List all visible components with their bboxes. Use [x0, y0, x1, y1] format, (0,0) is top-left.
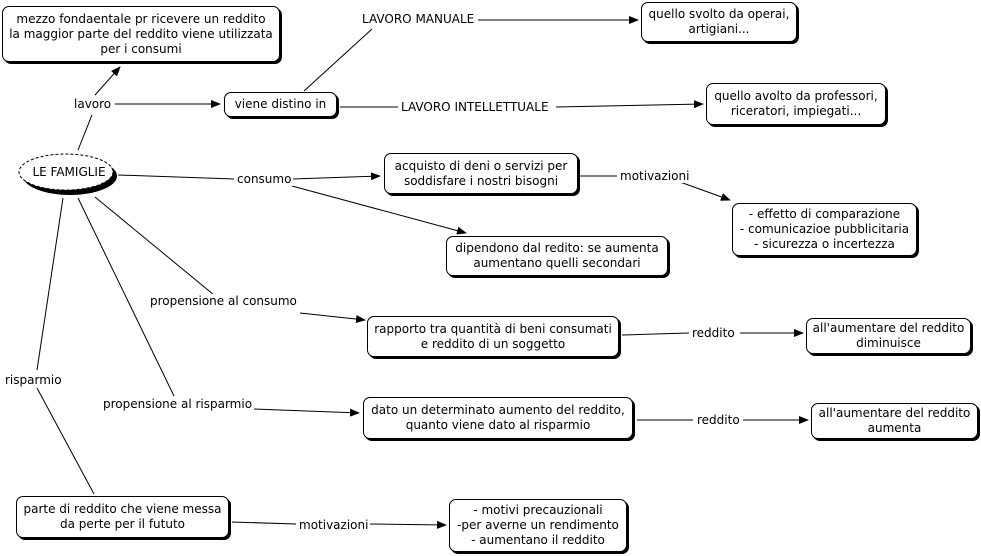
node-rapporto[interactable]: rapporto tra quantità di beni consumati … [367, 316, 619, 357]
link-proprisparmio-dato [253, 408, 360, 417]
node-parte[interactable]: parte di reddito che viene messa da pert… [16, 496, 229, 538]
node-effetti-text: - effetto di comparazione - comunicazioe… [739, 207, 910, 251]
label-lavoro[interactable]: lavoro [72, 97, 114, 111]
node-operai[interactable]: quello svolto da operai, artigiani... [641, 2, 797, 42]
node-professori[interactable]: quello avolto da professori, riceratori,… [706, 83, 886, 125]
link-intellettuale-professori [555, 100, 704, 109]
node-dipendono[interactable]: dipendono dal redito: se aumenta aumenta… [446, 236, 668, 276]
label-motivazioni-consumo[interactable]: motivazioni [618, 169, 692, 183]
link-rapporto-reddito [621, 332, 690, 336]
label-risparmio[interactable]: risparmio [3, 373, 64, 387]
node-distinto-text: viene distino in [234, 97, 327, 111]
root-ellipse [18, 153, 117, 195]
link-distinto-manuale [303, 28, 373, 92]
node-mezzo[interactable]: mezzo fondaentale pr ricevere un reddito… [2, 6, 280, 62]
link-root-risparmio [36, 197, 64, 371]
label-lavoro-manuale[interactable]: LAVORO MANUALE [360, 12, 477, 26]
node-parte-text: parte di reddito che viene messa da pert… [23, 502, 222, 531]
node-diminuisce[interactable]: all'aumentare del reddito diminuisce [806, 318, 971, 354]
node-professori-text: quello avolto da professori, riceratori,… [714, 89, 878, 118]
node-operai-text: quello svolto da operai, artigiani... [648, 7, 790, 36]
node-motivi[interactable]: - motivi precauzionali -per averne un re… [449, 499, 627, 552]
node-acquisto-text: acquisto di deni o servizi per soddisfar… [394, 158, 568, 188]
link-root-consumo [117, 174, 235, 180]
link-consumo-acquisto [291, 172, 381, 181]
label-consumo[interactable]: consumo [235, 172, 294, 186]
node-distinto[interactable]: viene distino in [224, 92, 337, 117]
label-reddito-consumo[interactable]: reddito [690, 326, 737, 340]
node-effetti[interactable]: - effetto di comparazione - comunicazioe… [732, 203, 917, 256]
label-propensione-consumo[interactable]: propensione al consumo [148, 294, 299, 308]
node-mezzo-text: mezzo fondaentale pr ricevere un reddito… [9, 11, 273, 56]
link-motivazioni-effetti [679, 181, 731, 201]
link-lavoro-mezzo [94, 66, 121, 96]
node-rapporto-text: rapporto tra quantità di beni consumati … [374, 321, 612, 351]
node-diminuisce-text: all'aumentare del reddito diminuisce [812, 321, 965, 350]
link-risparmio-parte [36, 387, 95, 495]
link-root-proprisparmio [77, 197, 175, 397]
label-reddito-risparmio[interactable]: reddito [695, 413, 742, 427]
label-motivazioni-risparmio[interactable]: motivazioni [297, 518, 371, 532]
link-consumo-dipendono [291, 185, 467, 235]
link-parte-motivazioni [231, 521, 297, 525]
label-propensione-risparmio[interactable]: propensione al risparmio [101, 397, 255, 411]
link-propconsumo-rapporto [299, 312, 366, 324]
node-aumenta-text: all'aumentare del reddito aumenta [818, 406, 971, 435]
link-root-lavoro [77, 114, 93, 151]
root-label: LE FAMIGLIE [32, 165, 106, 179]
node-motivi-text: - motivi precauzionali -per averne un re… [457, 503, 619, 547]
root-node[interactable]: LE FAMIGLIE [18, 152, 120, 198]
label-lavoro-intellettuale[interactable]: LAVORO INTELLETTUALE [399, 100, 551, 114]
link-motivazioni-motivi [369, 520, 447, 529]
node-dato-text: dato un determinato aumento del reddito,… [371, 403, 625, 432]
node-dipendono-text: dipendono dal redito: se aumenta aumenta… [455, 241, 659, 270]
link-root-propconsumo [94, 196, 215, 296]
node-acquisto[interactable]: acquisto di deni o servizi per soddisfar… [384, 153, 578, 194]
node-aumenta[interactable]: all'aumentare del reddito aumenta [811, 403, 978, 439]
node-dato[interactable]: dato un determinato aumento del reddito,… [363, 397, 633, 439]
